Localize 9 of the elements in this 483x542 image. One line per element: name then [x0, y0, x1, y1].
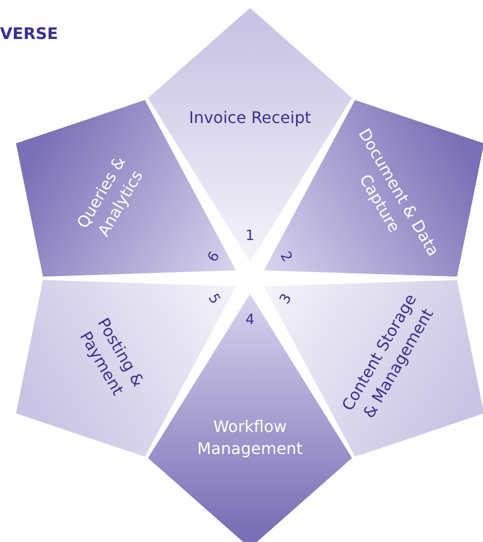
- step-number: 3: [277, 291, 296, 307]
- step-number: 4: [246, 312, 254, 328]
- step-number: 2: [277, 249, 296, 265]
- step-number: 5: [204, 291, 223, 307]
- segment-label: Workflow Management: [196, 416, 304, 460]
- step-number: 6: [204, 249, 223, 265]
- step-number: 1: [246, 228, 254, 244]
- heading-text: VERSE: [0, 24, 58, 43]
- segment-label: Invoice Receipt: [188, 107, 312, 129]
